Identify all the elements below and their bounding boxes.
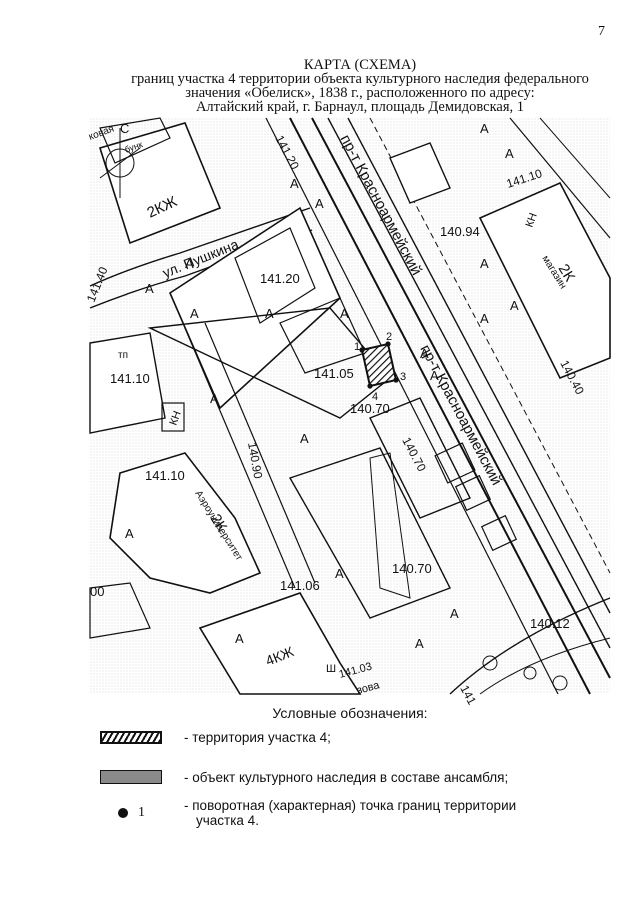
- pushkina-road: [89, 207, 313, 309]
- map-subtitle-line-3: Алтайский край, г. Барнаул, площадь Деми…: [195, 99, 525, 115]
- building-ne-small: [389, 142, 451, 204]
- legend-title: Условные обозначения:: [272, 705, 428, 721]
- point-label-2: 2: [386, 331, 392, 343]
- map-subtitle-line-2: значения «Обелиск», 1838 г., расположенн…: [185, 85, 535, 101]
- zone-letter-a: A: [480, 256, 489, 271]
- se-curb: [449, 597, 611, 695]
- building-kn-west: [161, 402, 185, 432]
- elev-7: 140.94: [440, 224, 480, 239]
- small-box-2: [454, 474, 492, 512]
- label-2k-aero: 2К: [207, 511, 231, 535]
- legend-item-point: 1 - поворотная (характерная) точка грани…: [100, 798, 600, 848]
- building-magazin: [478, 181, 611, 380]
- block-east-1: [369, 397, 471, 519]
- point-label-1: 1: [354, 341, 360, 353]
- map-svg: пр-т Красноармейский пр-т Красноармейски…: [84, 117, 611, 707]
- label-sh: Ш: [326, 663, 336, 675]
- building-aero: [109, 452, 262, 594]
- label-kn-east: КН: [524, 211, 540, 229]
- se-curb-2: [479, 637, 611, 695]
- site-area-4: [359, 341, 399, 389]
- tree-symbols: [482, 655, 568, 691]
- legend-item-point-line-2: участка 4.: [196, 813, 259, 828]
- map-title-block: КАРТА (СХЕМА) границ участка 4 территори…: [90, 57, 630, 115]
- zone-letter-a: A: [315, 196, 324, 211]
- zone-letter-a: A: [145, 281, 154, 296]
- zone-letter-a: A: [480, 311, 489, 326]
- elev-10: 140.90: [245, 441, 265, 480]
- ne-road-2: [539, 117, 611, 199]
- zone-letter-a: A: [450, 606, 459, 621]
- label-corner-c: С: [120, 121, 129, 136]
- lot-14120: [234, 227, 316, 324]
- zone-letter-a: A: [125, 526, 134, 541]
- map-title: КАРТА (СХЕМА): [303, 57, 417, 73]
- building-sw: [89, 582, 151, 639]
- label-kn-west: КН: [168, 409, 184, 427]
- hatch-legend-icon: [100, 731, 162, 744]
- heritage-legend-icon: [100, 770, 162, 784]
- zone-letters: A A A A A A A A A A A A A A A A A A A A …: [125, 121, 519, 651]
- point-dot-icon: [118, 808, 128, 819]
- elev-5: 141.05: [314, 366, 354, 381]
- ne-road: [509, 117, 611, 239]
- legend-item-point-line-1: - поворотная (характерная) точка границ …: [184, 798, 517, 813]
- zone-letter-a: A: [235, 631, 244, 646]
- turn-point-3: [393, 377, 399, 383]
- square-path-2: [204, 322, 316, 584]
- legend-item-point-text: - поворотная (характерная) точка границ …: [184, 798, 516, 828]
- prospect-lines: [265, 117, 611, 695]
- tower-symbol: [99, 128, 141, 198]
- zone-letter-a: A: [190, 306, 199, 321]
- building-4kzh: [198, 592, 362, 695]
- legend-item-heritage-text: - объект культурного наследия в составе …: [184, 770, 509, 785]
- page-number: 7: [598, 24, 605, 39]
- elev-2: 141.20: [260, 271, 300, 286]
- small-box-3: [480, 514, 518, 552]
- zone-letter-a: A: [340, 306, 349, 321]
- zone-letter-a: A: [335, 566, 344, 581]
- map-scheme: пр-т Красноармейский пр-т Красноармейски…: [84, 117, 611, 707]
- map-subtitle-line-1: границ участка 4 территории объекта куль…: [131, 71, 589, 87]
- point-legend-number: 1: [138, 805, 145, 821]
- zone-letter-a: A: [415, 636, 424, 651]
- elev-17: 00: [90, 584, 104, 599]
- point-legend-symbol: 1: [118, 804, 145, 822]
- zone-letter-a: A: [185, 256, 194, 271]
- strip-south: [369, 452, 411, 599]
- zone-letter-a: A: [420, 346, 429, 361]
- point-label-3: 3: [400, 371, 406, 383]
- building-west: [89, 332, 166, 434]
- elev-11: 141.10: [145, 468, 185, 483]
- zone-letter-a: A: [265, 306, 274, 321]
- elev-4: 141.10: [110, 371, 150, 386]
- elev-13: 140.70: [392, 561, 432, 576]
- label-tp: тп: [118, 350, 128, 361]
- legend-item-area: - территория участка 4;: [100, 730, 600, 770]
- building-bunk: [99, 117, 171, 164]
- turn-point-2: [385, 341, 391, 347]
- legend-item-area-text: - территория участка 4;: [184, 730, 331, 745]
- zone-letter-a: A: [505, 146, 514, 161]
- zone-letter-a: A: [290, 176, 299, 191]
- square-path: [184, 327, 296, 589]
- elev-15: 140.12: [530, 616, 570, 631]
- zone-letter-a: A: [430, 368, 439, 383]
- label-2k-east: 2К: [555, 261, 579, 285]
- zone-letter-a: A: [210, 391, 219, 406]
- elev-14: 141.06: [280, 578, 320, 593]
- turn-point-1: [359, 347, 365, 353]
- legend-item-heritage: - объект культурного наследия в составе …: [100, 768, 600, 808]
- label-road-word-2: зова: [356, 679, 382, 697]
- elev-6: 140.70: [350, 401, 390, 416]
- block-south: [288, 447, 451, 619]
- turn-point-4: [367, 383, 373, 389]
- zone-letter-a: A: [510, 298, 519, 313]
- zone-letter-a: A: [300, 431, 309, 446]
- point-label-4: 4: [372, 391, 378, 403]
- small-box-1: [434, 442, 476, 484]
- zone-letter-a: A: [480, 121, 489, 136]
